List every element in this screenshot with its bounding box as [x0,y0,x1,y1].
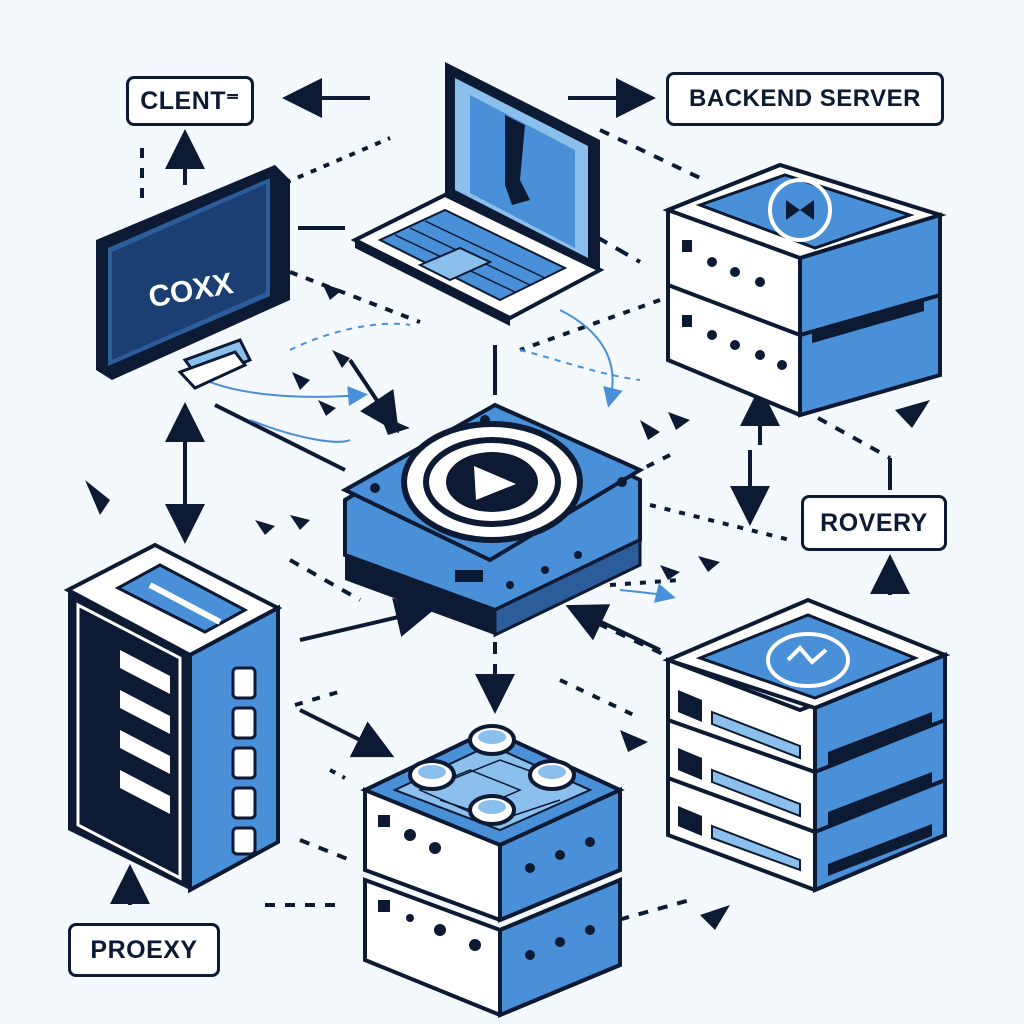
backend-server-label: BACKEND SERVER [666,72,944,126]
connector-line [284,136,391,185]
swoosh-icon [290,515,310,530]
connector-line [294,688,346,707]
connector-line [214,403,346,472]
signal-path [619,583,676,603]
central-hub-device [340,402,645,638]
swoosh-icon [895,400,930,428]
signal-path [289,322,411,351]
client-monitor: COXX [96,165,290,390]
connector-line [609,578,681,587]
signal-paths [204,309,676,603]
connector-line [565,604,661,652]
swoosh-icon [292,372,310,390]
connector-line [299,597,436,642]
swoosh-icon [668,412,690,430]
connector-line [329,768,346,780]
swoosh-marks [85,283,930,930]
swoosh-icon [380,415,410,435]
connector-line [289,558,361,602]
rovery-label: ROVERY [801,495,947,551]
signal-path [249,419,351,443]
connector-line [289,270,421,324]
signal-path [204,379,368,406]
swoosh-icon [660,565,680,580]
connector-line [519,298,661,352]
connector-line [299,708,395,758]
connector-lines [110,78,910,927]
client-label: CLENT⁼ [126,76,254,126]
sync-icon [766,632,850,688]
signal-path [519,349,641,381]
connector-line [559,678,641,720]
play-icon [474,466,516,500]
connector-line [348,358,399,434]
swoosh-icon [640,420,660,440]
swoosh-icon [318,400,336,416]
connector-line [599,128,701,180]
proxy-label: PROEXY [68,923,220,977]
node-switch-stack [360,724,625,1018]
backend-server-stack [662,162,947,418]
connector-line [817,416,891,460]
connector-line [599,898,691,927]
swoosh-icon [255,520,275,535]
proxy-tower [63,542,283,894]
swoosh-icon [700,905,730,930]
swoosh-icon [322,283,342,300]
connector-line [593,234,642,264]
swoosh-icon [332,350,350,368]
connector-line [649,503,791,542]
swoosh-icon [85,480,110,515]
connector-line [579,613,666,657]
swoosh-icon [698,556,720,572]
connector-line [299,838,351,862]
recovery-server-stack [662,597,951,894]
bowtie-icon [768,178,832,242]
swoosh-icon [620,730,648,752]
laptop-device [350,62,605,326]
signal-path [559,309,623,408]
